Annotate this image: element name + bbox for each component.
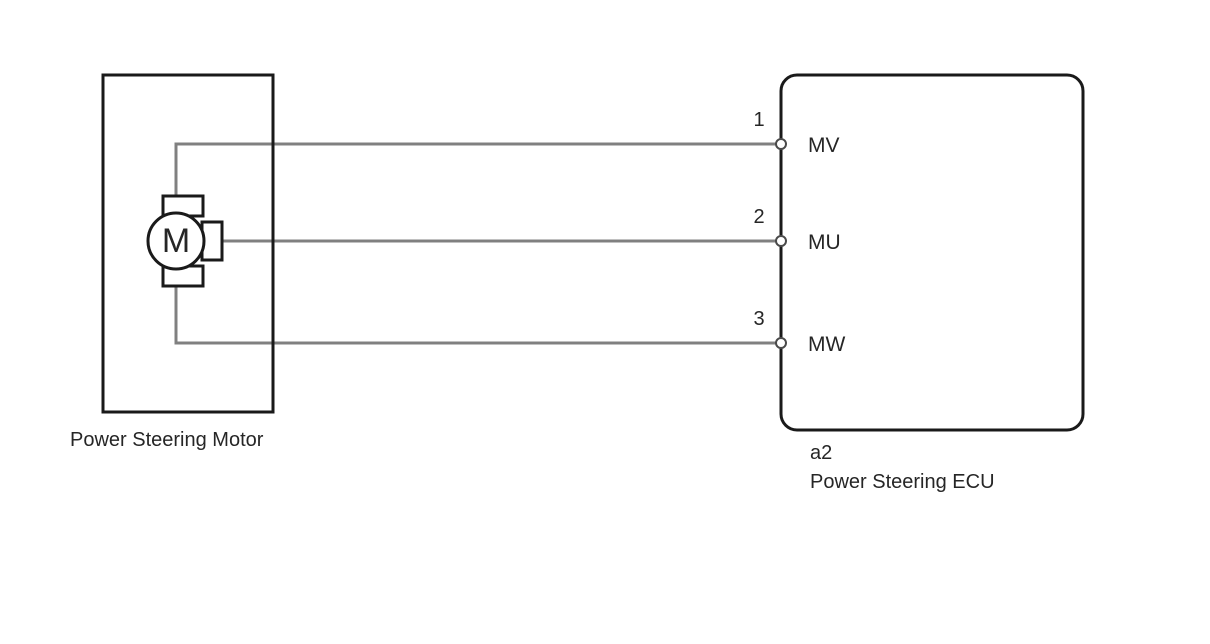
ecu-pin-number-3: 3 [753, 308, 764, 330]
motor-caption: Power Steering Motor [70, 429, 264, 451]
ecu-pin-number-2: 2 [753, 206, 764, 228]
wire-group [174, 142, 781, 345]
power-steering-motor-component: M Power Steering Motor [70, 73, 275, 451]
terminal-circle-icon [775, 138, 787, 150]
motor-symbol-circle [146, 211, 206, 271]
ecu-pin-number-1: 1 [753, 109, 764, 131]
terminal-circle-icon [775, 235, 787, 247]
wire-mw [174, 286, 781, 345]
ecu-enclosure-box [779, 73, 1085, 432]
motor-symbol-letter: M [162, 222, 190, 260]
power-steering-ecu-component: 1 MV 2 MU 3 MW a2 Power Steering ECU [753, 73, 1085, 493]
ecu-terminal-3[interactable]: 3 MW [753, 308, 845, 356]
wire-mv [174, 142, 781, 196]
ecu-caption: Power Steering ECU [810, 471, 995, 493]
ecu-terminal-1[interactable]: 1 MV [753, 109, 839, 157]
ecu-terminal-label-mu: MU [808, 231, 841, 254]
ecu-terminal-label-mv: MV [808, 134, 840, 157]
ecu-terminal-label-mw: MW [808, 333, 845, 356]
terminal-circle-icon [775, 337, 787, 349]
ecu-code-label: a2 [810, 442, 832, 464]
ecu-terminal-2[interactable]: 2 MU [753, 206, 840, 254]
motor-enclosure-box [101, 73, 275, 414]
